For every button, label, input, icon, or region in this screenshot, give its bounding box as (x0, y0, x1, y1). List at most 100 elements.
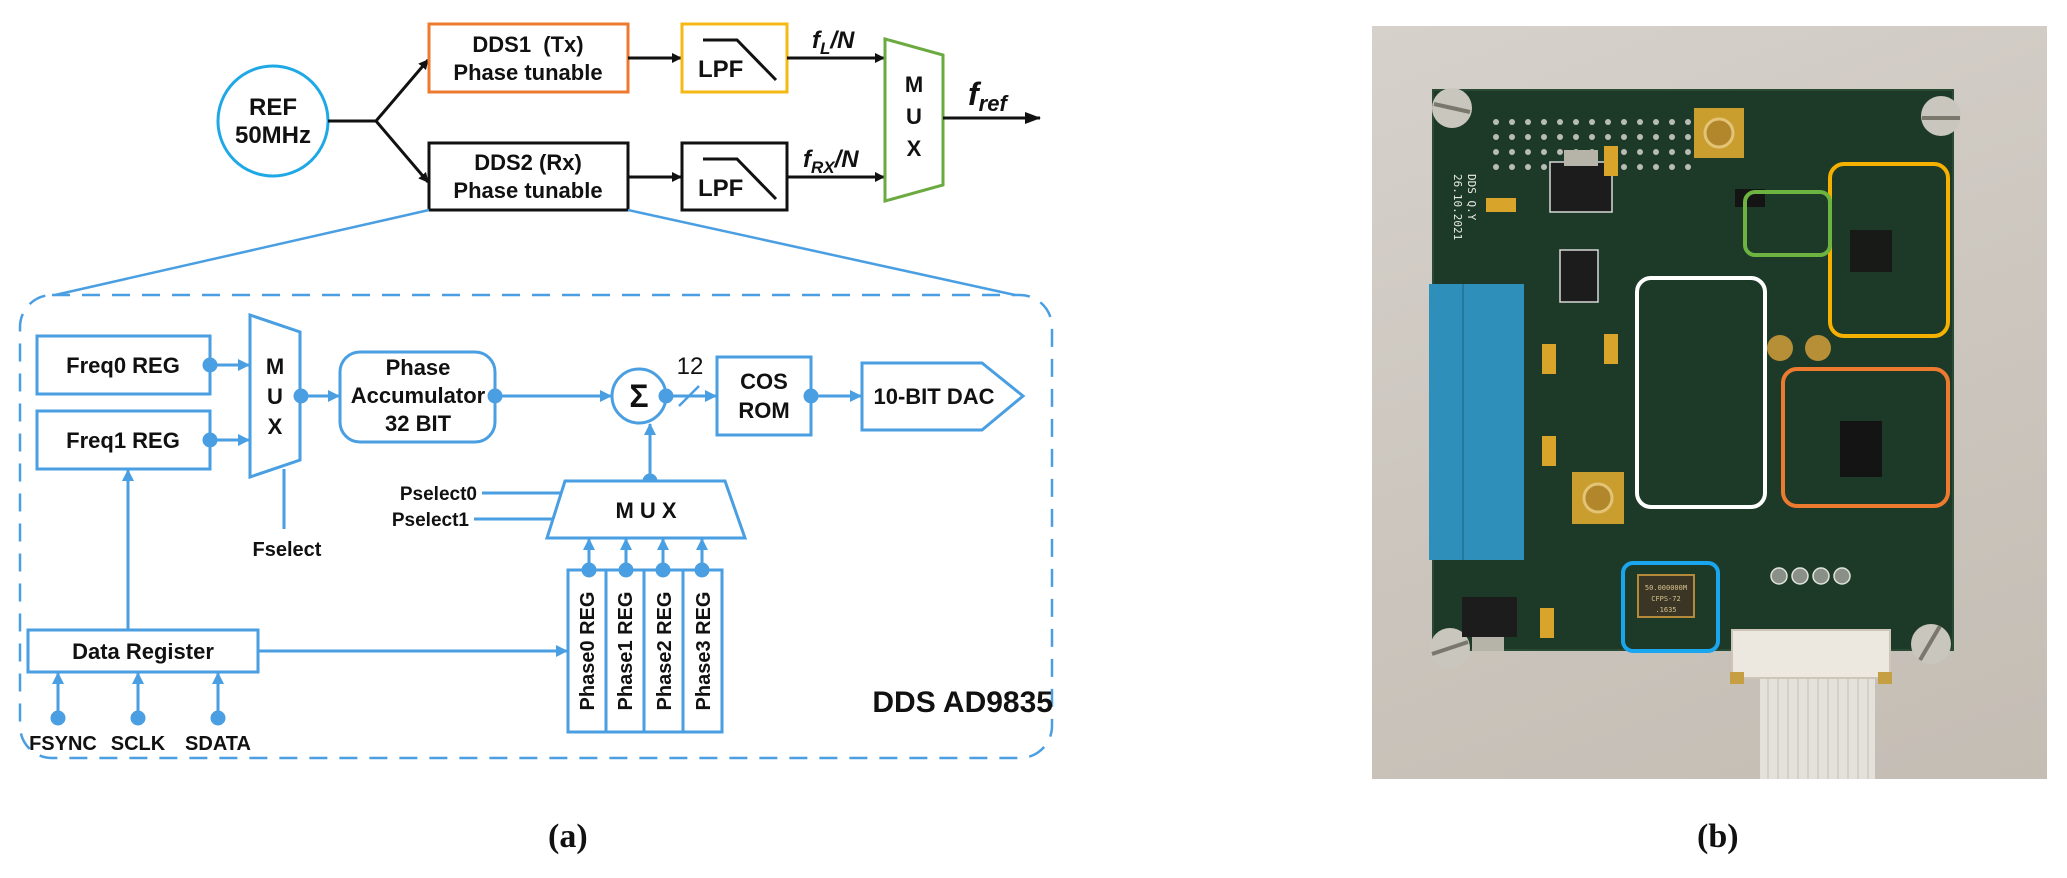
pcb-photo: DDS Q.Y 26.10.2021 50.0000 (1372, 26, 2047, 779)
lowpass-response-icon (703, 38, 778, 82)
tantalum-capacitor (1486, 198, 1516, 212)
dac-block: 10-BIT DAC (860, 361, 1026, 432)
phase3-register (681, 568, 724, 734)
dds2-title: DDS2 (Rx) (474, 150, 582, 175)
caption-a: (a) (548, 818, 588, 855)
phase-mux-to-sum-wire (642, 423, 658, 489)
mux-letter: M (905, 72, 923, 97)
caption-b: (b) (1697, 818, 1739, 855)
phase-reg-to-mux-wires (581, 538, 710, 578)
test-points (1770, 567, 1851, 585)
phase-mux-label: M U X (615, 498, 676, 523)
pselect0-label: Pselect0 (400, 484, 477, 505)
lpf1-block: LPF (680, 22, 789, 94)
signal-fl-n: fL/N (812, 27, 855, 58)
output-signal-fref: fref (968, 76, 1009, 116)
dds2-block: DDS2 (Rx) Phase tunable (427, 141, 630, 212)
phase-accumulator: Phase Accumulator 32 BIT (338, 350, 497, 444)
ref-label: REF (249, 94, 297, 121)
mux-letter: X (268, 414, 283, 439)
ref-oscillator: REF 50MHz (216, 64, 330, 178)
cos-rom-line1: COS (740, 369, 788, 394)
phase2-label: Phase2 REG (654, 592, 676, 711)
highlight-white-rf-area (1635, 276, 1767, 509)
dds1-subtitle: Phase tunable (453, 60, 602, 85)
data-register: Data Register (26, 628, 260, 674)
mux-letter: U (906, 104, 922, 129)
block-diagram: REF 50MHz DDS1 (Tx) Phase tunable DDS2 (… (18, 22, 1054, 760)
mux-to-accumulator-wire (293, 388, 340, 404)
terminal-block (1429, 284, 1524, 560)
voltage-regulator (1559, 249, 1599, 303)
phase-registers: Phase0 REG Phase1 REG Phase2 REG Phase3 … (566, 568, 724, 734)
sum-to-rom-wire (658, 385, 717, 407)
highlight-green-mux (1743, 190, 1832, 257)
mounting-screw-icon (1911, 624, 1951, 664)
sum-symbol: Σ (629, 378, 648, 414)
dds1-block: DDS1 (Tx) Phase tunable (427, 22, 630, 94)
oscillator-frequency: 50.000000M (1645, 584, 1687, 592)
cos-rom-line2: ROM (738, 398, 789, 423)
phase-adder: Σ (610, 367, 668, 425)
tantalum-capacitor (1604, 146, 1618, 176)
tantalum-capacitor (1542, 344, 1556, 374)
mux-letter: X (907, 136, 922, 161)
oscillator-model: CFPS-72 (1651, 595, 1681, 603)
accumulator-to-sum-wire (487, 388, 612, 404)
signal-frx-n: fRX/N (803, 146, 859, 177)
highlight-blue-oscillator (1621, 561, 1720, 653)
data-register-label: Data Register (72, 639, 214, 664)
mux-letter: M (266, 354, 284, 379)
lpf2-label: LPF (698, 175, 743, 202)
sma-connector-icon (1694, 108, 1744, 158)
mounting-screw-icon (1430, 628, 1470, 668)
freq-to-mux-wires (202, 357, 250, 448)
cos-rom: COS ROM (715, 355, 813, 437)
output-mux: M U X (883, 37, 945, 203)
input-sclk-label: SCLK (111, 733, 166, 755)
oscillator-code: .1635 (1655, 606, 1676, 614)
mounting-screw-icon (1432, 88, 1472, 128)
dds1-title: DDS1 (Tx) (472, 32, 583, 57)
phase3-label: Phase3 REG (693, 592, 715, 711)
dds2-subtitle: Phase tunable (453, 178, 602, 203)
lowpass-response-icon (703, 157, 778, 201)
silkscreen-name: DDS Q.Y (1465, 174, 1478, 221)
ref-frequency: 50MHz (235, 122, 311, 149)
connector-latch (1878, 672, 1892, 684)
arrow-to-dds1 (374, 59, 430, 122)
dac-label: 10-BIT DAC (873, 384, 994, 409)
pcb-illustration: DDS Q.Y 26.10.2021 50.0000 (1429, 88, 1961, 779)
regulator-tab (1472, 637, 1504, 651)
phase1-label: Phase1 REG (615, 592, 637, 711)
sma-connector-icon (1572, 472, 1624, 524)
tantalum-capacitor (1542, 436, 1556, 466)
zoom-line-left (54, 208, 430, 297)
ffc-connector (1731, 629, 1891, 679)
ic-u7 (1850, 230, 1892, 272)
lpf2-block: LPF (680, 141, 789, 212)
ref-split-wires (328, 59, 430, 183)
voltage-regulator (1549, 161, 1613, 213)
rom-to-dac-wire (803, 388, 862, 404)
regulator-tab (1564, 150, 1598, 166)
lpf1-label: LPF (698, 56, 743, 83)
input-fsync-label: FSYNC (29, 733, 97, 755)
phase-acc-line1: Phase (386, 355, 451, 380)
fselect-label: Fselect (253, 539, 322, 561)
mmcx-connector-icon (1767, 335, 1831, 361)
phase-mux: M U X (544, 479, 748, 540)
input-sdata-label: SDATA (185, 733, 251, 755)
dds-chip-title: DDS AD9835 (872, 686, 1053, 719)
connector-latch (1730, 672, 1744, 684)
dds-detail-frame (18, 293, 1054, 760)
freq0-label: Freq0 REG (66, 353, 180, 378)
freq-mux: M U X (248, 312, 302, 480)
crystal-oscillator (1637, 574, 1695, 618)
bus-width-label: 12 (677, 353, 704, 380)
arrow-to-dds2 (374, 120, 430, 183)
freq1-register: Freq1 REG (35, 409, 212, 471)
freq0-register: Freq0 REG (35, 334, 212, 396)
zoom-line-right (627, 208, 1016, 297)
ic-u4 (1840, 421, 1882, 477)
